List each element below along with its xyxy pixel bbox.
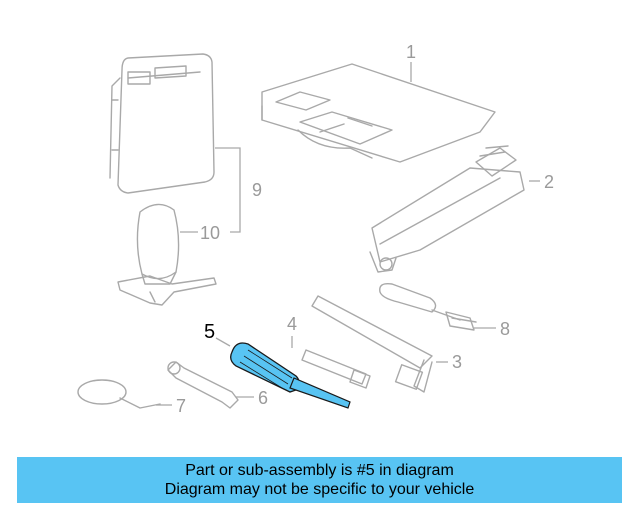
part-2-scissor-jack[interactable] <box>369 145 525 273</box>
part-1-tray-cover[interactable] <box>261 63 496 163</box>
exploded-parts-diagram: 1 2 3 4 5 6 7 8 9 10 <box>77 42 554 416</box>
part-9-storage-bag[interactable] <box>109 53 215 194</box>
banner-line-part: Part or sub-assembly is #5 in diagram <box>185 462 454 479</box>
screwdriver-handle <box>230 342 300 393</box>
banner-line-disclaimer: Diagram may not be specific to your vehi… <box>164 481 475 498</box>
callout-4: 4 <box>287 314 297 334</box>
part-8-tow-eye[interactable] <box>379 282 477 331</box>
callout-9: 9 <box>252 180 262 200</box>
part-6-wrench[interactable] <box>167 361 239 409</box>
screwdriver-grip-lines <box>239 349 293 389</box>
part-10-jack-pad[interactable] <box>117 203 217 306</box>
info-banner: Part or sub-assembly is #5 in diagram Di… <box>17 457 622 503</box>
callout-5: 5 <box>204 321 215 343</box>
part-5-screwdriver-highlighted[interactable] <box>230 342 351 409</box>
part-4-extension[interactable] <box>301 349 371 389</box>
callout-1: 1 <box>406 42 416 62</box>
callout-8: 8 <box>500 319 510 339</box>
part-7-hook-wire[interactable] <box>77 379 161 409</box>
callout-3: 3 <box>452 352 462 372</box>
part-3-lug-wrench[interactable] <box>311 295 433 393</box>
callout-6: 6 <box>258 388 268 408</box>
screwdriver-shaft <box>289 377 351 409</box>
callout-7: 7 <box>176 396 186 416</box>
callout-leaders <box>156 62 540 406</box>
callout-10: 10 <box>200 223 220 243</box>
callout-2: 2 <box>544 172 554 192</box>
